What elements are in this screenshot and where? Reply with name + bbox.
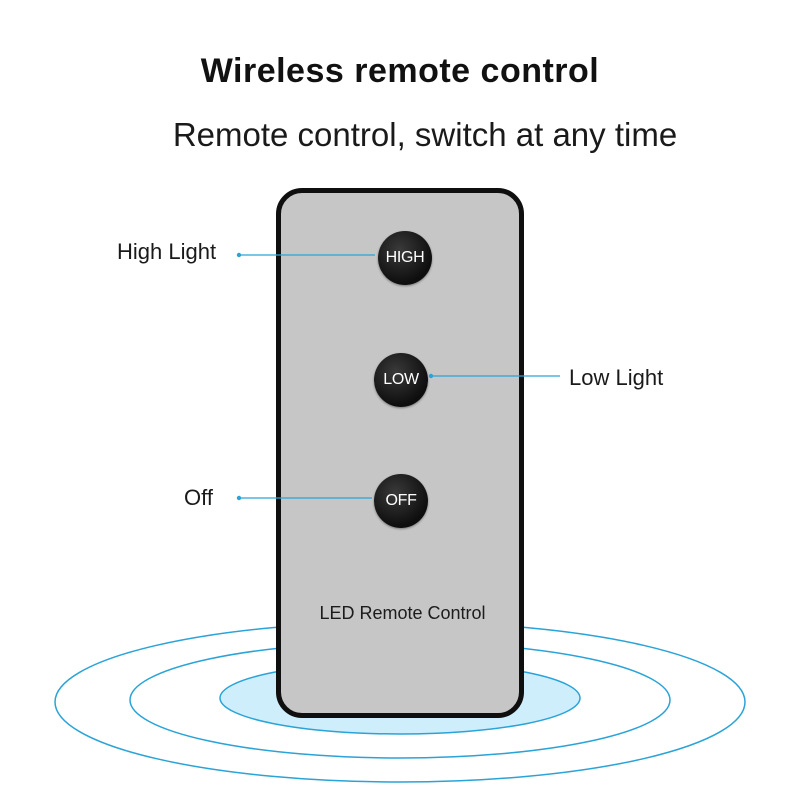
- off-button[interactable]: OFF: [374, 474, 428, 528]
- callout-off: Off: [184, 485, 213, 510]
- remote-control: HIGH LOW OFF LED Remote Control: [276, 188, 524, 718]
- low-button[interactable]: LOW: [374, 353, 428, 407]
- high-button[interactable]: HIGH: [378, 231, 432, 285]
- remote-label: LED Remote Control: [319, 603, 486, 623]
- callout-low-light: Low Light: [569, 365, 664, 390]
- callout-high-light: High Light: [117, 239, 217, 264]
- page-subtitle: Remote control, switch at any time: [172, 116, 678, 153]
- page-title: Wireless remote control: [200, 52, 600, 90]
